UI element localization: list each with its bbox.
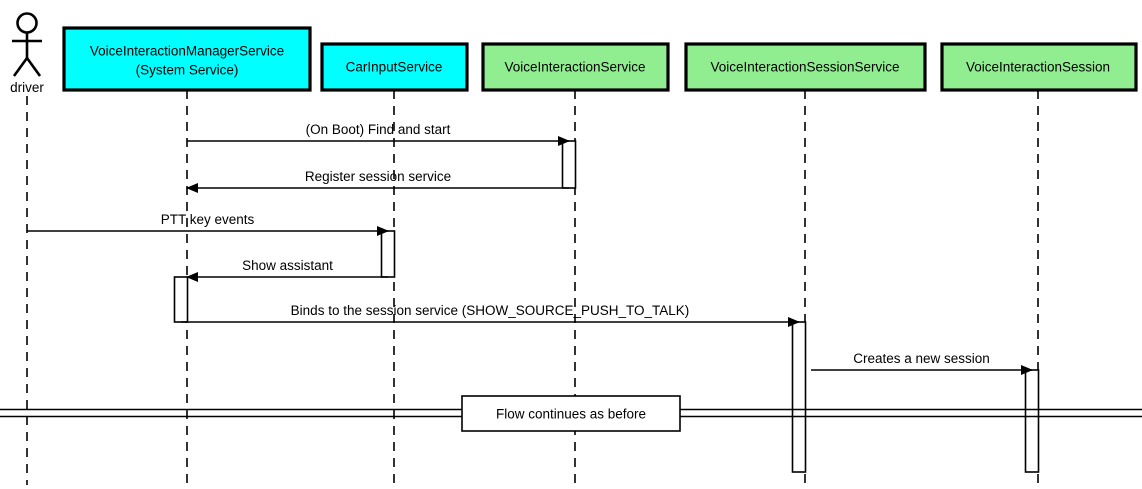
- participant-box-vsession[interactable]: [940, 42, 1138, 92]
- message-label-msg-binds-session-service: Binds to the session service (SHOW_SOURC…: [291, 303, 690, 318]
- activation-bar-vsessionsvc: [791, 321, 807, 473]
- actor-head-icon: [16, 12, 38, 34]
- participant-box-vis[interactable]: [481, 42, 670, 92]
- message-msg-find-and-start[interactable]: (On Boot) Find and start: [187, 122, 570, 146]
- activation-bar-vsession: [1024, 369, 1040, 473]
- actor-left-leg-icon: [12, 57, 29, 77]
- participant-label-vis: VoiceInteractionService: [504, 60, 645, 75]
- message-msg-ptt-key-events[interactable]: PTT key events: [27, 212, 389, 236]
- participant-box-carinput[interactable]: [320, 42, 469, 92]
- participant-label-vsessionsvc: VoiceInteractionSessionService: [710, 60, 899, 75]
- participant-box-vims[interactable]: [62, 26, 312, 92]
- participant-label-vsession: VoiceInteractionSession: [966, 60, 1110, 75]
- actor-driver: driver: [10, 12, 44, 95]
- message-msg-binds-session-service[interactable]: Binds to the session service (SHOW_SOURC…: [181, 303, 800, 327]
- message-msg-register-session-service[interactable]: Register session service: [186, 169, 569, 193]
- participant-header-vsession[interactable]: VoiceInteractionSession: [940, 42, 1138, 92]
- participant-label-carinput: CarInputService: [346, 60, 443, 75]
- divider-note-label: Flow continues as before: [496, 407, 646, 422]
- actor-label-driver: driver: [10, 80, 44, 95]
- activation-bars-group: [173, 140, 1040, 473]
- participant-header-carinput[interactable]: CarInputService: [320, 42, 469, 92]
- activation-bar-vis: [561, 140, 577, 189]
- message-label-msg-creates-new-session: Creates a new session: [853, 351, 990, 366]
- participant-header-vsessionsvc[interactable]: VoiceInteractionSessionService: [684, 42, 927, 92]
- message-msg-show-assistant[interactable]: Show assistant: [186, 258, 388, 282]
- participant-box-vsessionsvc[interactable]: [684, 42, 927, 92]
- actor-right-leg-icon: [25, 57, 42, 77]
- participant-headers-group: VoiceInteractionManagerService (System Se…: [62, 26, 1138, 92]
- message-label-msg-show-assistant: Show assistant: [242, 258, 333, 273]
- message-label-msg-ptt-key-events: PTT key events: [161, 212, 255, 227]
- message-label-msg-register-session-service: Register session service: [305, 169, 451, 184]
- activation-bar-vims: [173, 276, 189, 323]
- message-label-msg-find-and-start: (On Boot) Find and start: [306, 122, 451, 137]
- flow-divider-group: Flow continues as before: [0, 395, 1142, 432]
- participant-header-vis[interactable]: VoiceInteractionService: [481, 42, 670, 92]
- activation-bar-carinput: [380, 230, 396, 278]
- divider-note-box[interactable]: [461, 395, 681, 432]
- participant-header-vims[interactable]: VoiceInteractionManagerService (System Se…: [62, 26, 312, 92]
- participant-sublabel-vims: (System Service): [136, 63, 239, 78]
- participant-label-vims: VoiceInteractionManagerService: [90, 44, 284, 59]
- message-msg-creates-new-session[interactable]: Creates a new session: [811, 351, 1033, 375]
